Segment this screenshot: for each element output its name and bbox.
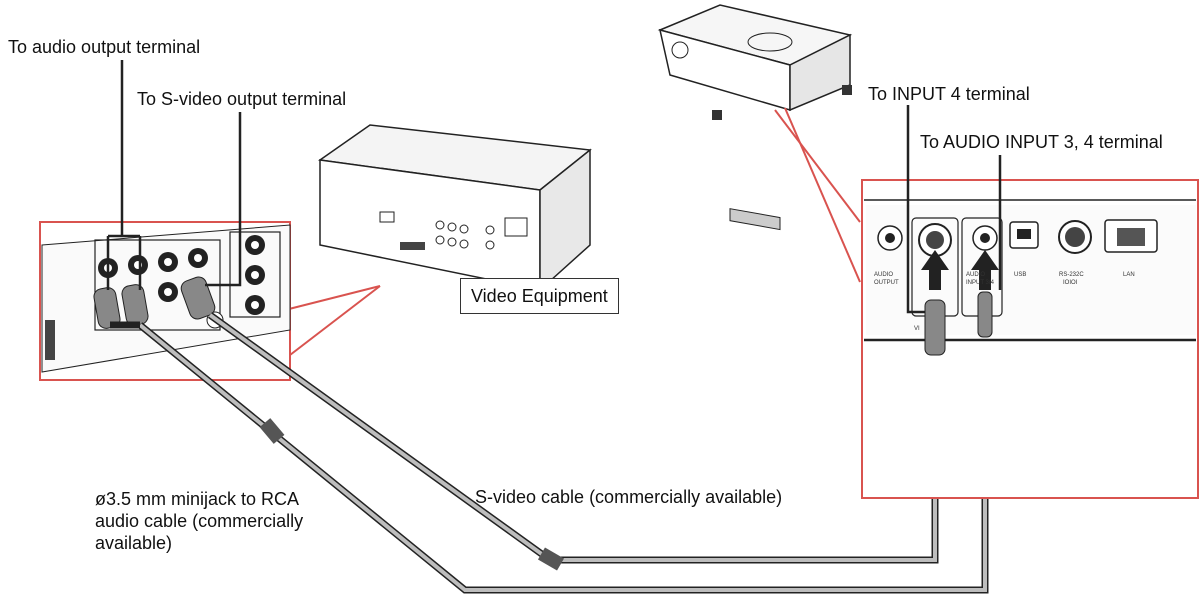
video-equipment-device [318,124,592,292]
arrow-up-icon [921,250,949,290]
projector-terminal-detail: AUDIO OUTPUT VI AUDIO INPUT 3/4 USB RS-2… [861,179,1199,499]
label-audio-input-terminal: To AUDIO INPUT 3, 4 terminal [920,132,1163,152]
projector-device [657,4,853,231]
panel-rs232c-label: RS-232C [1059,272,1084,278]
label-minijack-cable-line2: audio cable (commercially [95,511,304,531]
panel-lan-label: LAN [1123,272,1135,278]
leader-lines-left [106,60,242,290]
panel-audio-output-label: AUDIO [874,272,893,278]
panel-audio-input-label: AUDIO [966,272,985,278]
panel-usb-label: USB [1014,272,1026,278]
label-svideo-cable: S-video cable (commercially available) [475,487,783,507]
leader-lines-right [906,105,1002,314]
panel-rs232c-label2: IOIOI [1063,280,1078,286]
svideo-plug [924,299,946,356]
video-equipment-label: Video Equipment [460,278,619,314]
panel-input4-label: VI [914,326,920,332]
minijack-plug [977,291,993,338]
plugged-connectors [93,276,216,329]
arrow-up-icon [971,250,999,290]
label-input4-terminal: To INPUT 4 terminal [868,84,1030,104]
panel-audio-input-label2: INPUT 3/4 [966,280,995,286]
label-minijack-cable-line3: available) [95,533,173,553]
label-svideo-output-terminal: To S-video output terminal [137,89,347,109]
panel-audio-output-label2: OUTPUT [874,280,899,286]
label-minijack-cable-line1: ø3.5 mm minijack to RCA [95,489,300,509]
vcr-rear-detail [39,221,291,381]
svideo-cable [207,312,939,571]
label-audio-output-terminal: To audio output terminal [8,37,201,57]
vcr-rear-connectors [379,211,528,250]
